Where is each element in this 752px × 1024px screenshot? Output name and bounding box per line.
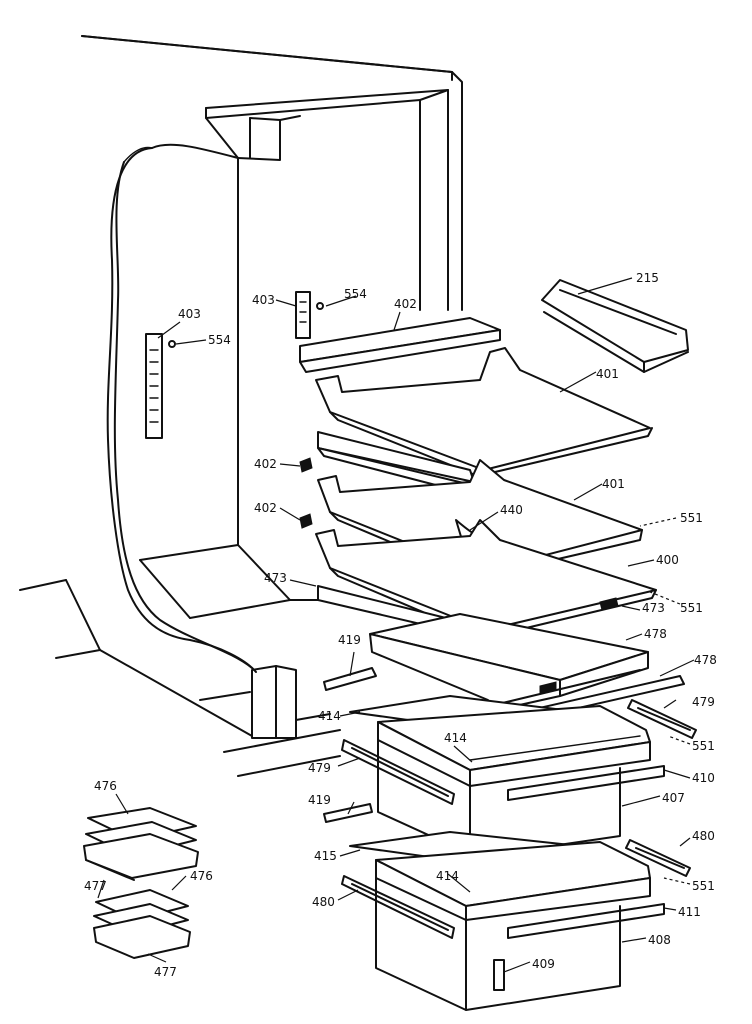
callout-409: 409 xyxy=(532,957,555,971)
callout-402-low: 402 xyxy=(254,501,277,515)
callout-477-upper: 477 xyxy=(84,879,107,893)
callout-402-top: 402 xyxy=(394,297,417,311)
crisper-drawer-407 xyxy=(349,695,665,859)
callout-415: 415 xyxy=(314,849,337,863)
callout-480-right: 480 xyxy=(692,829,715,843)
callout-414-lower: 414 xyxy=(436,869,459,883)
callout-419-upper: 419 xyxy=(338,633,361,647)
callout-480-left: 480 xyxy=(312,895,335,909)
callout-408: 408 xyxy=(648,933,671,947)
callout-400: 400 xyxy=(656,553,679,567)
callout-473-right: 473 xyxy=(642,601,665,615)
callout-440: 440 xyxy=(500,503,523,517)
callout-labels: 215 401 401 400 402 402 402 403 403 554 … xyxy=(84,271,717,979)
callout-554-left: 554 xyxy=(208,333,231,347)
callout-479-right: 479 xyxy=(692,695,715,709)
callout-478-b: 478 xyxy=(694,653,717,667)
callout-401-second: 401 xyxy=(602,477,625,491)
callout-410: 410 xyxy=(692,771,715,785)
callout-476-upper: 476 xyxy=(94,779,117,793)
tray-set-upper xyxy=(83,807,199,881)
shelf-ladder-right xyxy=(168,291,324,348)
callout-411: 411 xyxy=(678,905,701,919)
callout-477-lower: 477 xyxy=(154,965,177,979)
callout-551-a: 551 xyxy=(680,511,703,525)
callout-554-right: 554 xyxy=(344,287,367,301)
callout-419-lower: 419 xyxy=(308,793,331,807)
callout-479-left: 479 xyxy=(308,761,331,775)
shelf-ladder-left xyxy=(145,333,163,439)
callout-401-top: 401 xyxy=(596,367,619,381)
callout-478-a: 478 xyxy=(644,627,667,641)
callout-402-mid: 402 xyxy=(254,457,277,471)
leader-lines xyxy=(97,277,695,973)
callout-414-post: 414 xyxy=(318,709,341,723)
shelf-401-top xyxy=(299,317,653,477)
callout-407: 407 xyxy=(662,791,685,805)
callout-551-b: 551 xyxy=(680,601,703,615)
callout-551-c: 551 xyxy=(692,739,715,753)
drawer-slides-upper xyxy=(323,667,697,805)
bin-215 xyxy=(541,279,689,373)
callout-473-left: 473 xyxy=(264,571,287,585)
callout-551-d: 551 xyxy=(692,879,715,893)
callout-476-lower: 476 xyxy=(190,869,213,883)
callout-215: 215 xyxy=(636,271,659,285)
crisper-drawer-408 xyxy=(349,831,665,1011)
callout-414-upper: 414 xyxy=(444,731,467,745)
callout-403-left: 403 xyxy=(178,307,201,321)
callout-403-right: 403 xyxy=(252,293,275,307)
tray-set-lower xyxy=(93,889,191,959)
